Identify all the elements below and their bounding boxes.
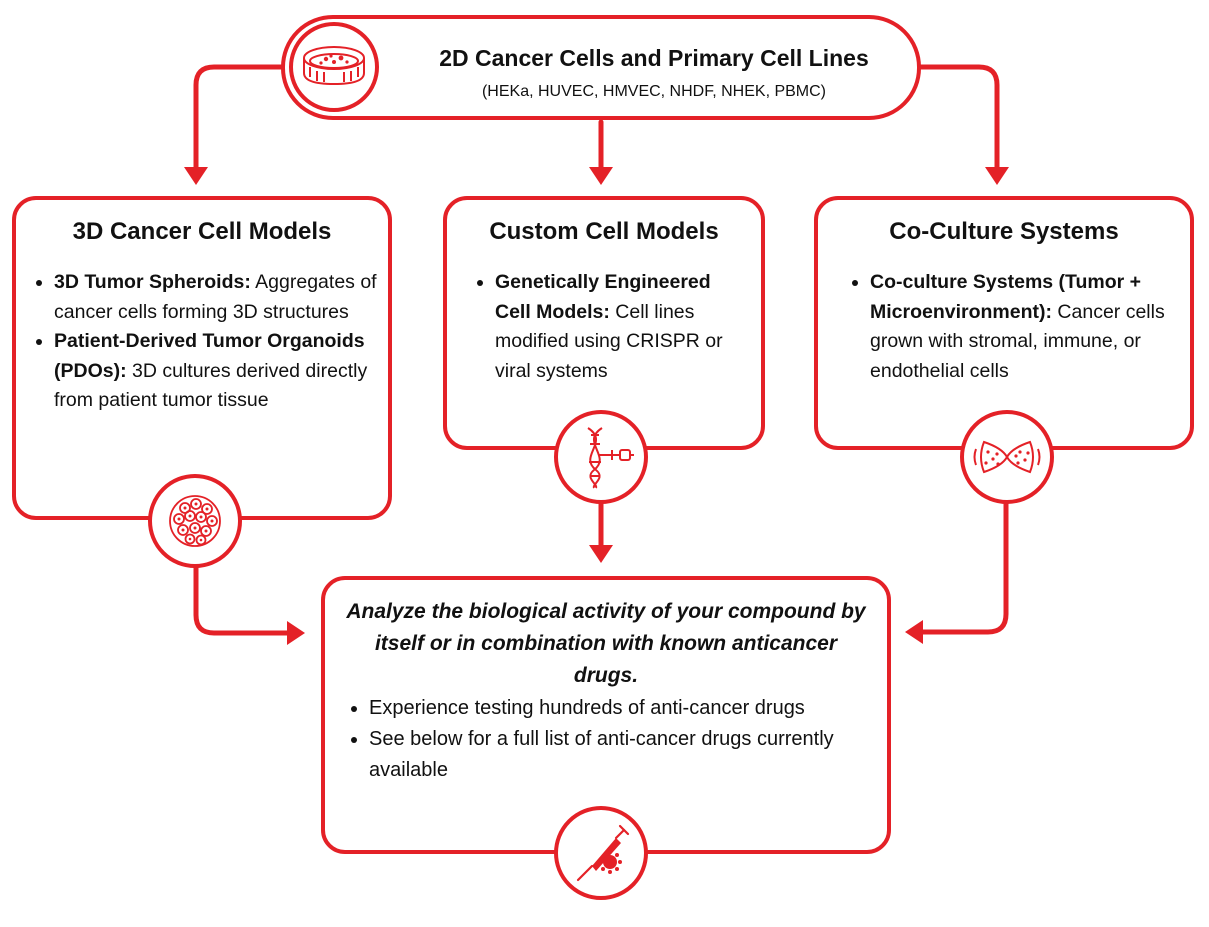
card-3d-cancer-models: 3D Cancer Cell Models 3D Tumor Spheroids… [12, 196, 392, 520]
arrowhead-result-left [287, 621, 305, 645]
card-title: Co-Culture Systems [889, 218, 1119, 245]
list-item: See below for a full list of anti-cancer… [369, 724, 863, 786]
result-box: Analyze the biological activity of your … [321, 576, 891, 854]
item-text: Aggregates of cancer cells forming 3D st… [54, 271, 377, 323]
list-item: Co-culture Systems (Tumor + Microenviron… [870, 268, 1176, 386]
co-culture-icon [960, 410, 1054, 504]
spheroid-icon [148, 474, 242, 568]
syringe-virus-icon [554, 806, 648, 900]
result-items: Experience testing hundreds of anti-canc… [333, 693, 863, 786]
item-term: Genetically Engineered Cell Models: [495, 271, 711, 323]
list-item: 3D Tumor Spheroids: Aggregates of cancer… [54, 268, 380, 327]
item-text: Cancer cells grown with stromal, immune,… [870, 300, 1165, 382]
source-title: 2D Cancer Cells and Primary Cell Lines [439, 45, 869, 71]
arrowhead-coculture [985, 167, 1009, 185]
card-title: 3D Cancer Cell Models [72, 218, 332, 245]
card-custom-cell-models: Custom Cell Models Genetically Engineere… [443, 196, 765, 450]
arrowhead-3d [184, 167, 208, 185]
card-items: Genetically Engineered Cell Models: Cell… [459, 268, 743, 386]
petri-dish-icon [289, 22, 379, 112]
item-text: Cell lines modified using CRISPR or vira… [495, 300, 723, 382]
card-items: Co-culture Systems (Tumor + Microenviron… [834, 268, 1176, 386]
dna-editing-icon [554, 410, 648, 504]
card-items: 3D Tumor Spheroids: Aggregates of cancer… [18, 268, 380, 416]
arrowhead-result-top [589, 545, 613, 563]
arrow-3d-to-result [193, 557, 291, 636]
result-lead: Analyze the biological activity of your … [346, 600, 866, 687]
arrow-coculture-to-result [919, 475, 1009, 635]
item-term: 3D Tumor Spheroids: [54, 271, 251, 293]
arrow-top-to-3d [193, 64, 286, 171]
source-box: 2D Cancer Cells and Primary Cell Lines (… [281, 15, 921, 120]
arrow-top-to-coculture [917, 64, 1000, 171]
arrowhead-result-right [905, 620, 923, 644]
item-term: Patient-Derived Tumor Organoids (PDOs): [54, 330, 365, 382]
source-subtitle: (HEKa, HUVEC, HMVEC, NHDF, NHEK, PBMC) [481, 83, 827, 100]
list-item: Experience testing hundreds of anti-canc… [369, 693, 863, 724]
list-item: Genetically Engineered Cell Models: Cell… [495, 268, 743, 386]
card-title: Custom Cell Models [489, 218, 719, 245]
item-text: 3D cultures derived directly from patien… [54, 359, 368, 412]
list-item: Patient-Derived Tumor Organoids (PDOs): … [54, 327, 380, 416]
item-term: Co-culture Systems (Tumor + Microenviron… [870, 271, 1142, 323]
arrowhead-custom [589, 167, 613, 185]
